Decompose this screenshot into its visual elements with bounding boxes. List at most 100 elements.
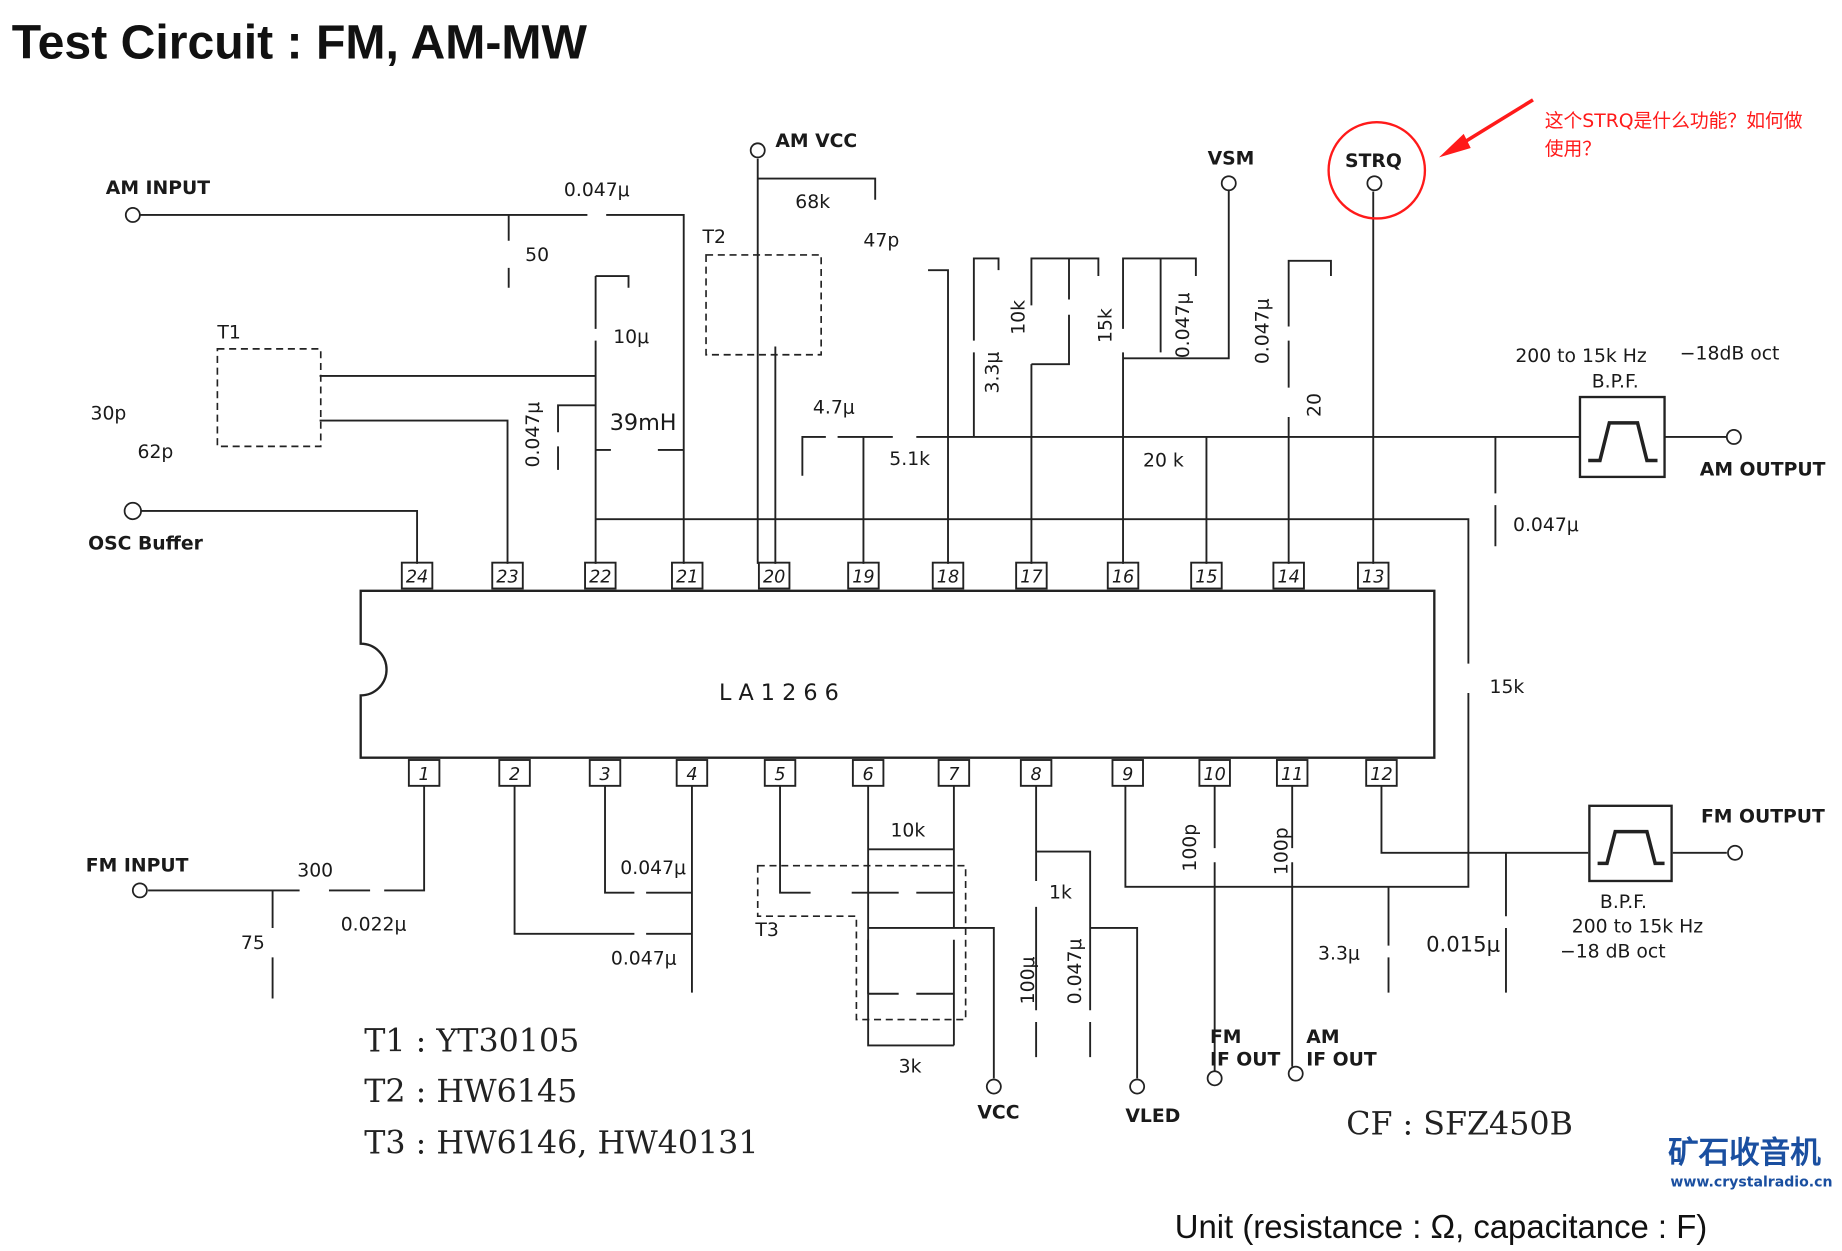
transformer-t2 bbox=[705, 254, 822, 356]
label-fm-if-out: FM bbox=[1210, 1027, 1242, 1048]
label: 0.047μ bbox=[1173, 293, 1194, 359]
label: 10μ bbox=[613, 327, 649, 348]
label: 0.015μ bbox=[1426, 931, 1500, 956]
label: 0.047μ bbox=[564, 180, 630, 201]
label: 75 bbox=[241, 933, 265, 954]
transformer-t3 bbox=[756, 864, 967, 1021]
pin-box bbox=[584, 561, 617, 590]
label: 47p bbox=[863, 231, 899, 252]
pin-label: 21 bbox=[676, 568, 698, 588]
label-am-if-out: AM bbox=[1306, 1027, 1339, 1048]
part-cf: CF : SFZ450B bbox=[1346, 1107, 1573, 1143]
label-vcc: VCC bbox=[977, 1102, 1019, 1123]
label: 68k bbox=[795, 192, 830, 213]
label: 20 k bbox=[1143, 450, 1184, 471]
label: T3 bbox=[754, 920, 778, 941]
label: 100μ bbox=[1018, 956, 1039, 1004]
transformer-t1 bbox=[216, 348, 322, 448]
pin-label: 4 bbox=[686, 765, 697, 785]
label: −18dB oct bbox=[1680, 343, 1780, 364]
label-osc-buffer: OSC Buffer bbox=[88, 534, 203, 555]
pin-label: 9 bbox=[1122, 765, 1133, 785]
component-labels: AM INPUT 0.047μ 50 T1 30p 62p 10μ 0.047μ… bbox=[86, 131, 1826, 1127]
label: 30p bbox=[91, 403, 127, 424]
label: 15k bbox=[1095, 308, 1116, 343]
arrow-icon bbox=[1439, 133, 1471, 158]
pin-label: 5 bbox=[774, 765, 785, 785]
pin-box bbox=[671, 561, 704, 590]
label: 1k bbox=[1049, 883, 1072, 904]
pin-box bbox=[1111, 759, 1144, 787]
pin-label: 12 bbox=[1370, 765, 1392, 785]
label: 0.047μ bbox=[1513, 515, 1579, 536]
label-vsm: VSM bbox=[1208, 148, 1255, 169]
label: 0.047μ bbox=[1065, 939, 1086, 1005]
label: 10k bbox=[890, 820, 925, 841]
label: 39mH bbox=[610, 410, 677, 436]
label-am-if-out: IF OUT bbox=[1306, 1049, 1377, 1070]
label-strq: STRQ bbox=[1345, 151, 1402, 172]
label: 0.047μ bbox=[523, 402, 544, 468]
pin-label: 19 bbox=[852, 568, 874, 588]
pin-label: 18 bbox=[937, 568, 959, 588]
pin-label: 13 bbox=[1362, 568, 1384, 588]
terminals bbox=[123, 142, 1743, 1095]
pin-label: 24 bbox=[406, 568, 428, 588]
pin-label: 6 bbox=[863, 765, 874, 785]
pin-label: 1 bbox=[419, 765, 430, 785]
label: T1 bbox=[216, 322, 240, 343]
pin-box bbox=[757, 561, 791, 590]
label: −18 dB oct bbox=[1560, 941, 1666, 962]
annotation-line1: 这个STRQ是什么功能？如何做 bbox=[1545, 110, 1803, 132]
label: 100p bbox=[1180, 824, 1201, 872]
label-am-vcc: AM VCC bbox=[775, 131, 857, 152]
pin-label: 3 bbox=[599, 765, 610, 785]
label: 200 to 15k Hz bbox=[1515, 346, 1647, 367]
part-t3: T3 : HW6146, HW40131 bbox=[364, 1126, 758, 1162]
label: 4.7μ bbox=[813, 397, 855, 418]
label: 300 bbox=[297, 860, 333, 881]
label: 0.047μ bbox=[620, 858, 686, 879]
label-am-output: AM OUTPUT bbox=[1700, 460, 1826, 481]
pin-label: 15 bbox=[1195, 568, 1217, 588]
bpf-am bbox=[1578, 395, 1666, 479]
label: 3k bbox=[899, 1056, 922, 1077]
label-am-input: AM INPUT bbox=[106, 178, 210, 199]
watermark-logo: 矿石收音机 www.crystalradio.cn bbox=[1668, 1135, 1832, 1190]
pin-label: 8 bbox=[1031, 765, 1042, 785]
pin-label: 11 bbox=[1281, 765, 1303, 785]
label: 3.3μ bbox=[983, 352, 1004, 394]
label: 100p bbox=[1271, 827, 1292, 875]
label: 3.3μ bbox=[1318, 944, 1360, 965]
pin-label: 16 bbox=[1112, 568, 1134, 588]
wires bbox=[139, 158, 1727, 1079]
label: 0.047μ bbox=[1253, 298, 1274, 364]
label: 0.047μ bbox=[611, 948, 677, 969]
label: 10k bbox=[1008, 300, 1029, 335]
label: 50 bbox=[525, 245, 549, 266]
pin-label: 23 bbox=[496, 568, 518, 588]
ic-name: L A 1 2 6 6 bbox=[719, 680, 839, 706]
pin-label: 22 bbox=[589, 568, 611, 588]
label: T2 bbox=[702, 227, 726, 248]
unit-note: Unit (resistance : Ω, capacitance : F) bbox=[1175, 1208, 1708, 1245]
label: 62p bbox=[138, 442, 174, 463]
label: 0.022μ bbox=[341, 914, 407, 935]
label-fm-input: FM INPUT bbox=[86, 856, 189, 877]
pin-label: 7 bbox=[948, 765, 960, 785]
strq-annotation: 这个STRQ是什么功能？如何做 使用？ bbox=[1327, 98, 1803, 220]
label: B.P.F. bbox=[1592, 372, 1639, 393]
pin-label: 2 bbox=[509, 765, 520, 785]
label: 5.1k bbox=[889, 449, 930, 470]
pin-label: 20 bbox=[763, 568, 785, 588]
label: 15k bbox=[1490, 677, 1525, 698]
pin-label: 10 bbox=[1203, 765, 1225, 785]
pin-label: 14 bbox=[1277, 568, 1299, 588]
label-fm-output: FM OUTPUT bbox=[1701, 806, 1825, 827]
watermark-cn: 矿石收音机 bbox=[1668, 1135, 1821, 1171]
label: 20 bbox=[1304, 393, 1325, 417]
part-t2: T2 : HW6145 bbox=[364, 1074, 577, 1110]
pin-label: 17 bbox=[1020, 568, 1043, 588]
